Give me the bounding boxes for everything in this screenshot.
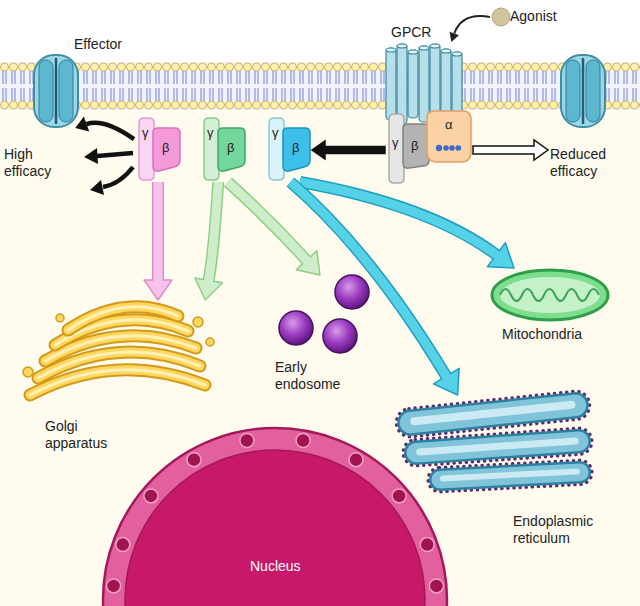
subunit-letter: γ [142,126,149,140]
connector-part [75,117,89,132]
membrane [0,62,640,110]
label-text: Nucleus [250,558,301,575]
endoplasmic-reticulum [395,390,593,492]
subunit-letter: β [227,141,234,155]
connector-arrow [312,141,385,159]
connector-part [208,182,218,283]
connector-part [450,32,459,42]
connector-part [454,16,490,33]
nucleus: Nucleus [135,470,415,606]
high-efficacy-arrows [84,148,133,195]
subunit-shape [264,116,312,182]
reduced-efficacy-channel: Reduced efficacy [548,52,634,180]
g-beta-gamma: γβ [134,116,182,182]
label-text: Agonist [510,8,557,25]
label-text: High efficacy [4,146,62,180]
subunit-letter: γ [392,136,399,150]
effector-channel: Effector [32,52,80,128]
connector-arrow [450,16,490,42]
connector-arrow [144,182,172,300]
subunit-letter: β [162,141,169,155]
subunit-shape [134,116,182,182]
label-text: Reduced efficacy [550,146,625,180]
g-beta-gamma: γβ [264,116,312,182]
subunit-shape [199,116,247,182]
golgi-apparatus [23,307,214,395]
ion-channel [561,55,605,127]
agonist-ligand [492,8,510,26]
golgi-apparatus: Golgi apparatus [20,300,215,410]
subunit-letter: γ [207,126,214,140]
connector-part [473,140,548,160]
subunit-letter: γ [272,126,279,140]
connector-arrow [290,182,459,395]
connector-part [87,123,135,139]
label-text: GPCR [391,24,431,41]
label-text: Effector [74,36,122,53]
connector-part [290,182,447,379]
connector-arrow [195,182,223,300]
subunit-letter: β [292,141,299,155]
subunit-letter: α [445,118,453,132]
subunit-letter: β [411,139,418,153]
connector-part [154,182,163,283]
label-text: Golgi apparatus [45,418,125,452]
g-protein-heterotrimer: γβ α [385,108,473,185]
connector-part [312,141,385,159]
agonist: Agonist [490,5,580,29]
label-text: Endoplasmic reticulum [513,513,613,547]
mitochondrion [492,270,608,320]
g-beta-gamma: γβ [199,116,247,182]
ion-channel [34,55,78,127]
label-text: Mitochondria [502,326,582,343]
early-endosome [279,275,369,353]
connector-arrow [75,117,134,140]
nucleus [103,428,447,606]
label-text: Early endosome [275,359,350,393]
mitochondrion: Mitochondria [490,268,610,323]
connector-arrow [473,140,548,160]
endoplasmic-reticulum: Endoplasmic reticulum [385,395,605,495]
early-endosome: Early endosome [275,275,375,355]
